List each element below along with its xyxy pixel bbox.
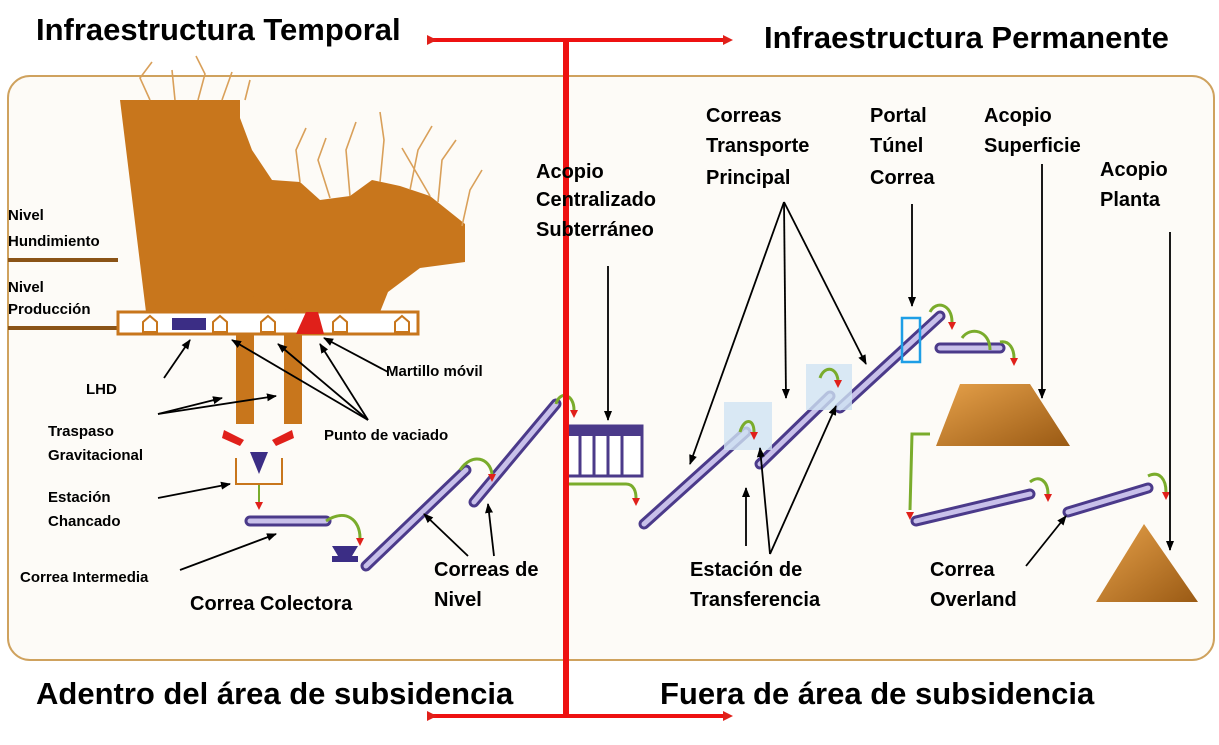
flow-arrows xyxy=(325,303,1168,539)
label-lhd: LHD xyxy=(86,381,117,398)
label-portal-tunel: Portal Túnel Correa xyxy=(870,105,935,189)
header-temporal: Infraestructura Temporal xyxy=(36,12,401,47)
label-punto-vaciado: Punto de vaciado xyxy=(324,427,448,444)
ore-body xyxy=(120,55,483,312)
label-correa-overland: Correa Overland xyxy=(930,559,1017,611)
label-acopio-centralizado: Acopio Centralizado Subterráneo xyxy=(536,161,662,241)
surface-stockpile xyxy=(936,384,1070,446)
label-traspaso: Traspaso Gravitacional xyxy=(48,423,143,464)
divider xyxy=(427,35,733,721)
footer-fuera: Fuera de área de subsidencia xyxy=(660,676,1095,711)
nivel-hundimiento-line xyxy=(8,258,118,262)
transfer-box-1 xyxy=(724,402,772,450)
label-correa-intermedia: Correa Intermedia xyxy=(20,569,149,586)
label-acopio-superficie: Acopio Superficie xyxy=(984,105,1081,157)
label-acopio-planta: Acopio Planta xyxy=(1100,159,1173,211)
portal-box xyxy=(900,316,922,364)
label-correa-colectora: Correa Colectora xyxy=(190,593,353,615)
ore-pass-2 xyxy=(284,332,302,424)
label-martillo: Martillo móvil xyxy=(386,363,483,380)
ore-pass-1 xyxy=(236,332,254,424)
label-estacion-transferencia: Estación de Transferencia xyxy=(690,559,821,611)
label-nivel-produccion: Nivel Producción xyxy=(8,279,91,318)
feeder xyxy=(332,546,358,562)
label-correas-transporte: Correas Transporte Principal xyxy=(706,105,815,189)
label-correas-nivel: Correas de Nivel xyxy=(434,559,544,611)
transfer-box-2 xyxy=(806,364,852,410)
label-estacion-chancado: Estación Chancado xyxy=(48,489,121,530)
production-level-gallery xyxy=(116,310,420,336)
nivel-produccion-line xyxy=(8,326,118,330)
underground-stockpile-bin xyxy=(564,424,644,478)
label-nivel-hundimiento: Nivel Hundimiento xyxy=(8,207,100,250)
crusher-station xyxy=(222,430,294,510)
leader-arrows xyxy=(157,164,1174,571)
footer-adentro: Adentro del área de subsidencia xyxy=(36,676,514,711)
header-permanente: Infraestructura Permanente xyxy=(764,20,1169,55)
plant-stockpile xyxy=(1096,524,1198,602)
red-flow-tips xyxy=(356,322,1170,546)
